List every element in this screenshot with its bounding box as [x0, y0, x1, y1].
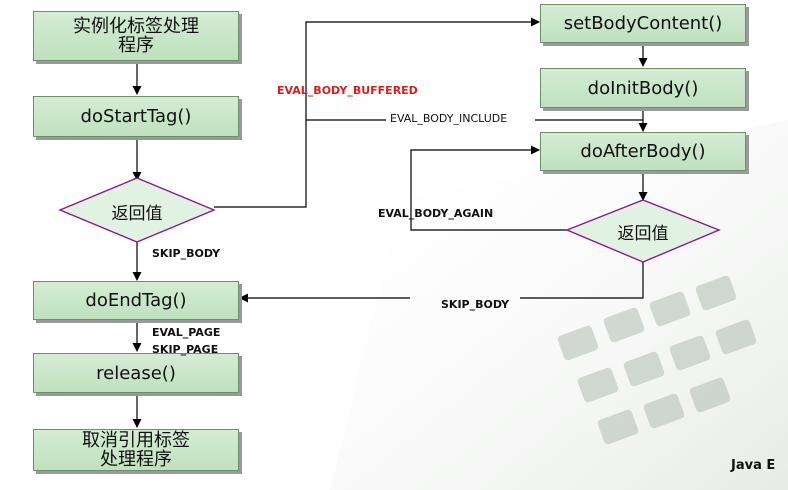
do-after-body-box: doAfterBody(): [540, 132, 746, 171]
eval-body-buffered-label: EVAL_BODY_BUFFERED: [277, 84, 418, 97]
return-value-right-label: 返回值: [617, 224, 669, 244]
decision-diamond-left: [58, 177, 216, 243]
return-value-left-label: 返回值: [111, 204, 163, 224]
arrow-buffered-to-setbody: [214, 17, 540, 208]
decision-diamond-right: [565, 199, 721, 263]
do-init-body-box: doInitBody(): [540, 68, 746, 108]
corner-caption: Java E: [731, 458, 776, 473]
eval-body-again-label: EVAL_BODY_AGAIN: [378, 207, 494, 220]
arrow-skip-to-endtag: [520, 262, 644, 299]
do-end-tag-box: doEndTag(): [33, 281, 239, 320]
unreference-tag-handler-box: 取消引用标签 处理程序: [33, 429, 239, 471]
set-body-content-box: setBodyContent(): [540, 4, 746, 43]
instantiate-tag-handler-box: 实例化标签处理 程序: [33, 11, 239, 61]
release-box: release(): [33, 353, 239, 393]
skip-page-label: SKIP_PAGE: [152, 343, 219, 356]
eval-body-include-label: EVAL_BODY_INCLUDE: [390, 112, 508, 125]
skip-body-right-label: SKIP_BODY: [441, 298, 510, 311]
eval-page-label: EVAL_PAGE: [152, 326, 221, 339]
skip-body-left-label: SKIP_BODY: [152, 247, 221, 260]
do-start-tag-box: doStartTag(): [33, 96, 239, 137]
arrow-again-loop: [410, 145, 568, 231]
